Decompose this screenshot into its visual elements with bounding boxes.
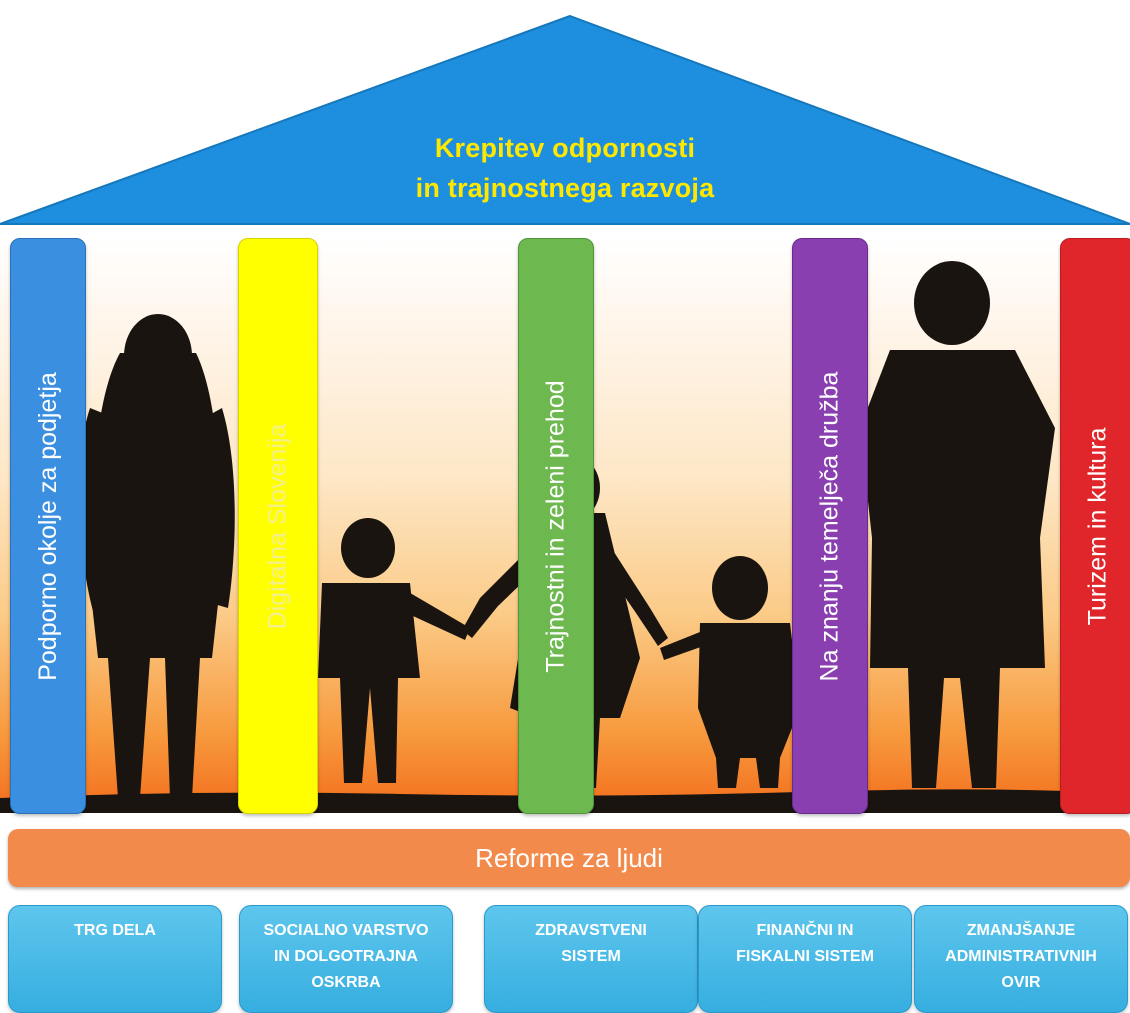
pillar-label: Turizem in kultura	[1083, 427, 1112, 625]
pillar-business-environment: Podporno okolje za podjetja	[10, 238, 86, 814]
pillar-knowledge-society: Na znanju temelječa družba	[792, 238, 868, 814]
roof-triangle	[0, 14, 1130, 225]
base-block-admin-barriers: ZMANJŠANJE ADMINISTRATIVNIH OVIR	[914, 905, 1128, 1013]
base-block-fiscal-system: FINANČNI IN FISKALNI SISTEM	[698, 905, 912, 1013]
roof-title-line1: Krepitev odpornosti	[434, 133, 696, 163]
pillar-label: Na znanju temelječa družba	[815, 371, 844, 681]
base-block-social-care: SOCIALNO VARSTVO IN DOLGOTRAJNA OSKRBA	[239, 905, 453, 1013]
base-block-label: ZMANJŠANJE ADMINISTRATIVNIH OVIR	[945, 922, 1097, 991]
pillar-label: Trajnostni in zeleni prehod	[541, 379, 570, 673]
pillar-tourism-culture: Turizem in kultura	[1060, 238, 1130, 814]
pillar-green-transition: Trajnostni in zeleni prehod	[518, 238, 594, 814]
base-block-labour-market: TRG DELA	[8, 905, 222, 1013]
base-block-label: TRG DELA	[74, 922, 156, 939]
pillar-label: Podporno okolje za podjetja	[33, 371, 62, 681]
foundation-label: Reforme za ljudi	[475, 842, 663, 873]
base-block-label: ZDRAVSTVENI SISTEM	[535, 922, 647, 965]
base-block-label: FINANČNI IN FISKALNI SISTEM	[736, 922, 874, 965]
roof-title-line2: in trajnostnega razvoja	[415, 173, 715, 203]
foundation-reforms: Reforme za ljudi	[8, 829, 1130, 887]
roof-title: Krepitev odpornosti in trajnostnega razv…	[0, 128, 1130, 208]
pillar-digital-slovenia: Digitalna Slovenija	[238, 238, 318, 814]
base-block-health-system: ZDRAVSTVENI SISTEM	[484, 905, 698, 1013]
pillar-label: Digitalna Slovenija	[263, 423, 292, 629]
base-block-label: SOCIALNO VARSTVO IN DOLGOTRAJNA OSKRBA	[263, 922, 429, 991]
